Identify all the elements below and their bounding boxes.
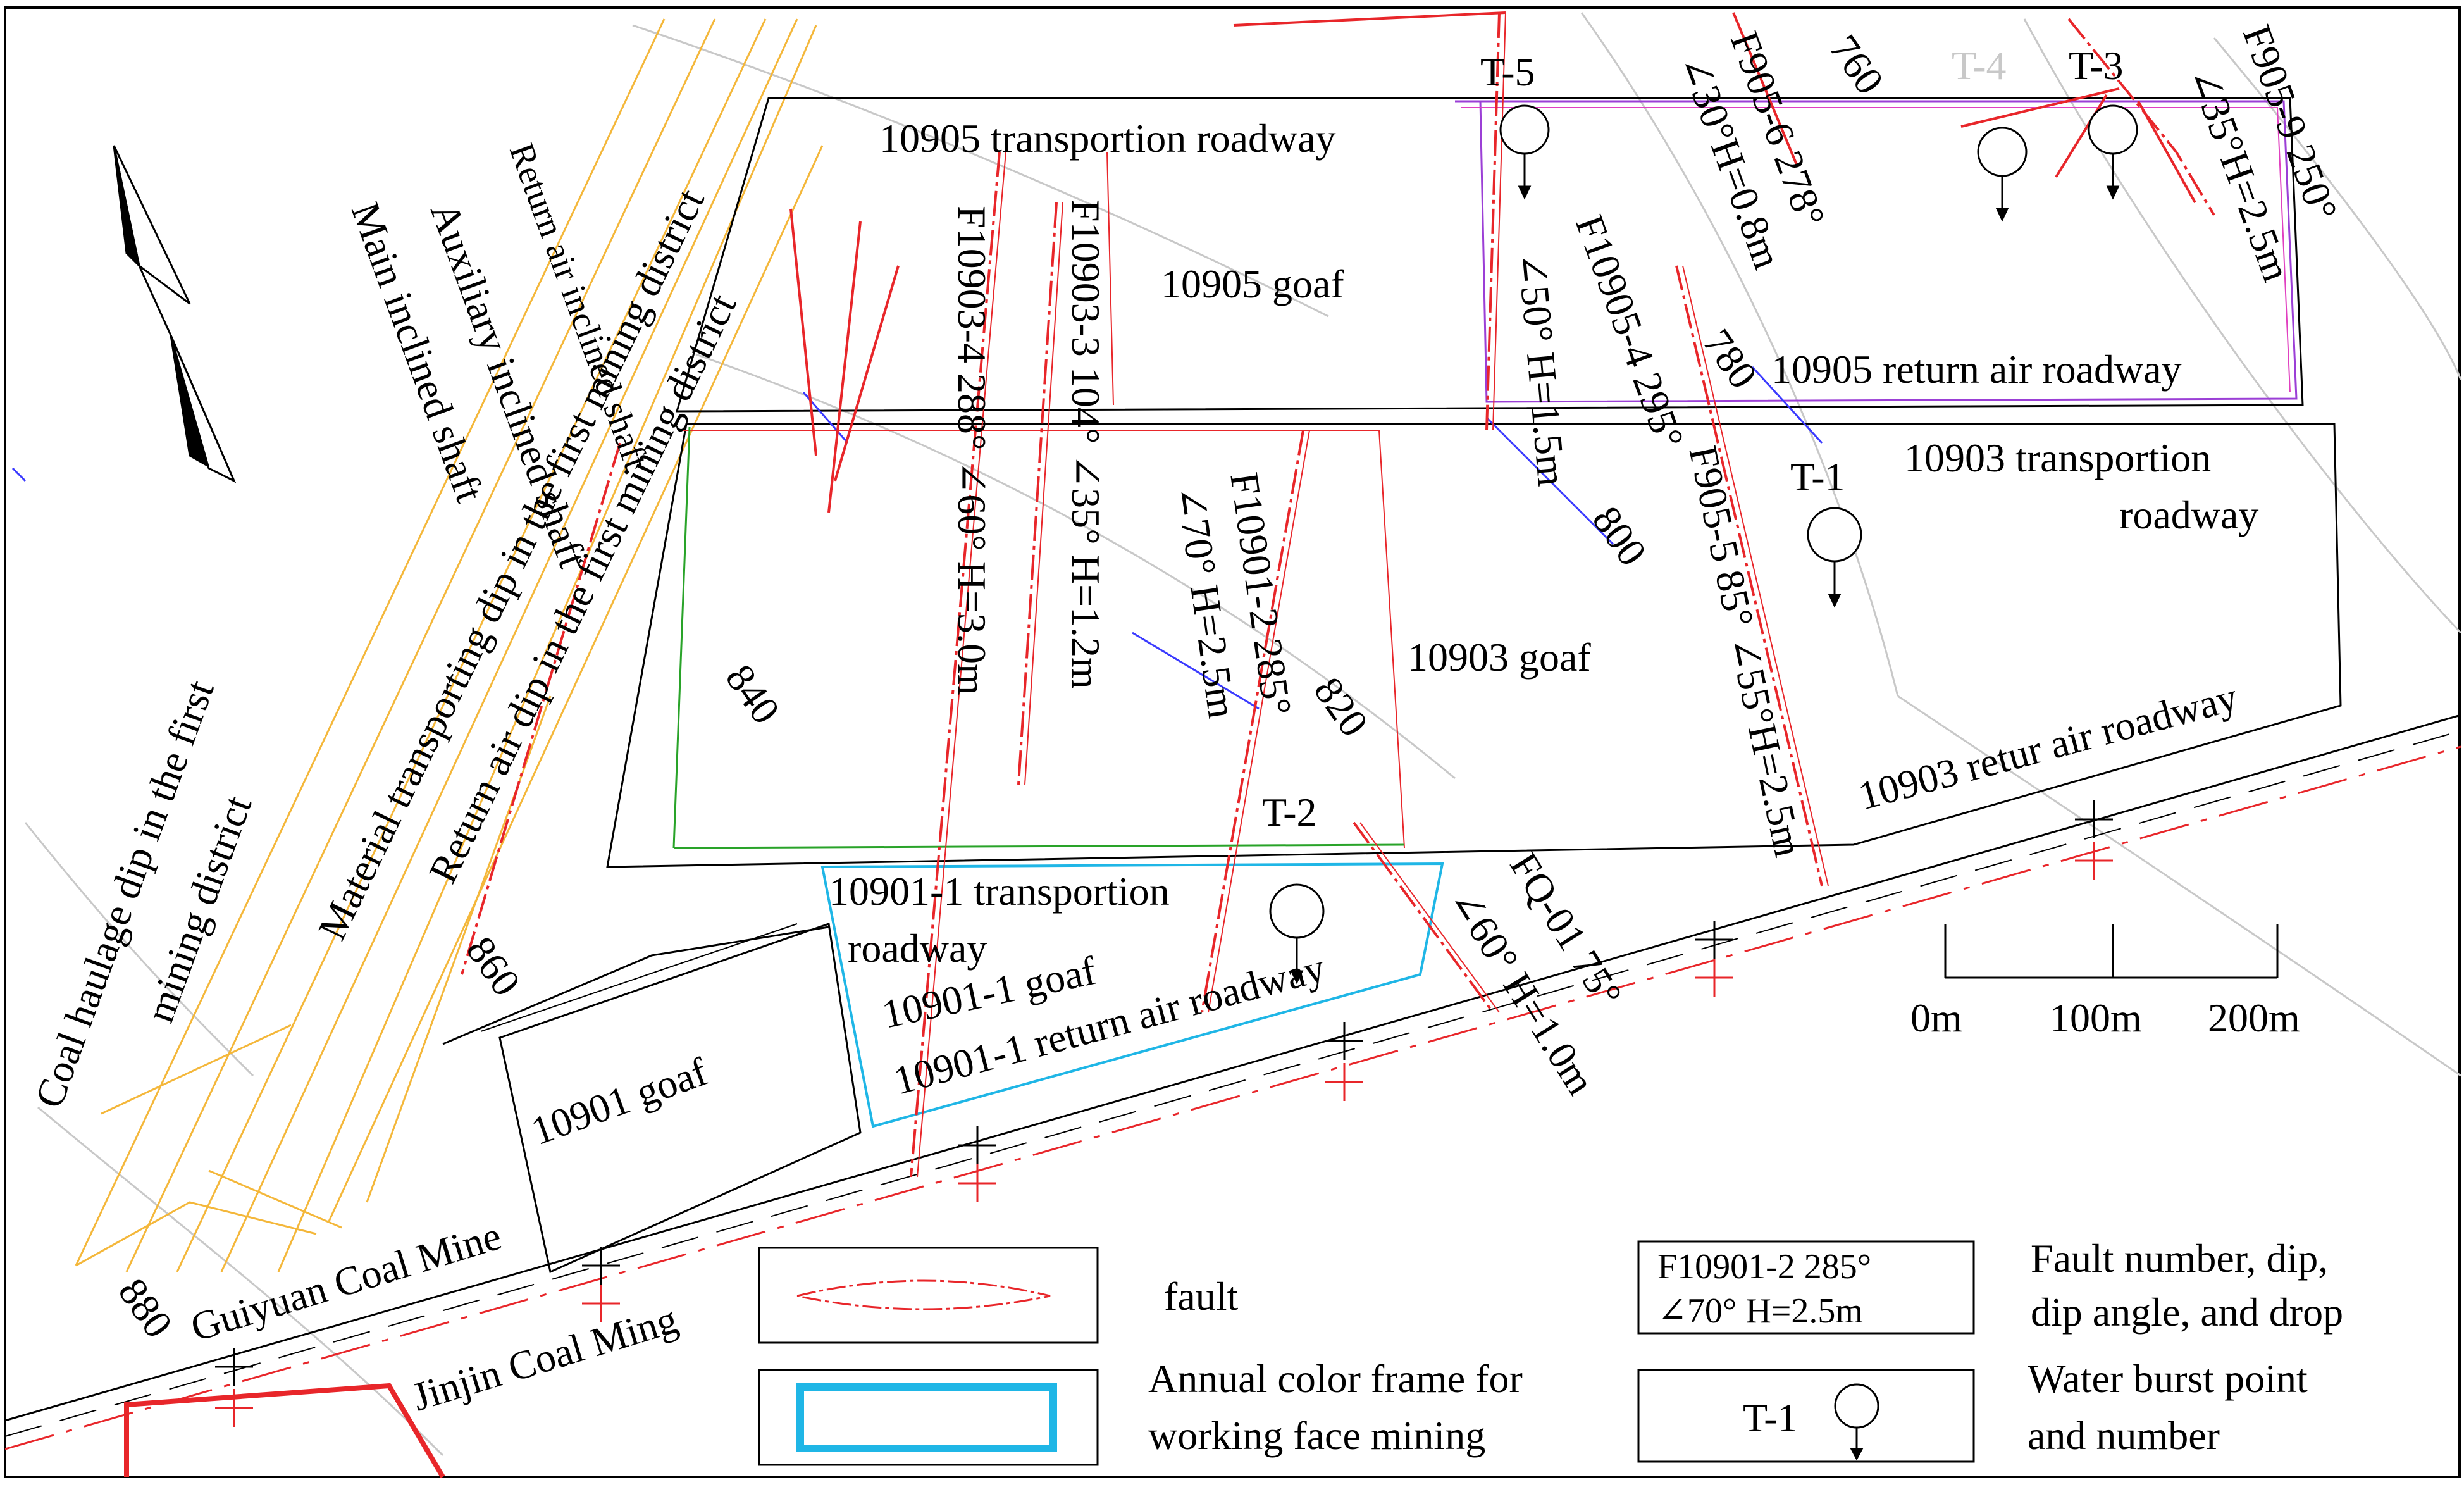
scale-bar <box>1944 924 2279 979</box>
water-point-T-4 <box>1977 127 2028 222</box>
mine-boundary <box>4 714 2461 1479</box>
legend-sample-text-2: ∠70° H=2.5m <box>1657 1291 1863 1331</box>
fault-F905-9 <box>2067 18 2215 216</box>
legend-fault-desc-2: dip angle, and drop <box>2031 1290 2343 1335</box>
fault-lines <box>461 11 2215 1178</box>
fault-label-F905-5: F905-5 85° ∠55°H=2.5m <box>1680 442 1811 861</box>
label-road-10901-1-transport-2: roadway <box>848 926 987 971</box>
contour-label-820: 820 <box>1306 669 1377 744</box>
contour-label-800: 800 <box>1584 498 1656 573</box>
fault-label-F10903-4: F10903-4 288° ∠60° H=3.0m <box>950 206 994 695</box>
water-label-T-5: T-5 <box>1480 49 1535 94</box>
legend-frame-text-1: Annual color frame for <box>1148 1356 1523 1401</box>
label-road-10903-transport-2: roadway <box>2119 492 2258 537</box>
boundary-markers-red <box>215 842 2113 1427</box>
label-road-10901-1-transport-1: 10901-1 transportion <box>829 869 1170 914</box>
label-goaf-10905: 10905 goaf <box>1161 261 1344 306</box>
scale-label-100: 100m <box>2050 995 2142 1040</box>
legend-water-desc-2: and number <box>2028 1413 2220 1458</box>
working-face-10903 <box>606 423 2342 868</box>
fault-label-F10905-4-a: F10905-4 295° <box>1567 209 1693 454</box>
contour-label-760: 760 <box>1821 27 1893 102</box>
legend-water-sample <box>1834 1383 1879 1461</box>
legend-frame-text-2: working face mining <box>1148 1413 1485 1458</box>
legend-water-desc-1: Water burst point <box>2028 1356 2308 1401</box>
label-mine-guiyuan: Guiyuan Coal Mine <box>185 1213 506 1350</box>
fault-F905-6 <box>1732 12 1798 165</box>
inclined-shafts <box>75 18 824 1272</box>
legend-sample-text-1: F10901-2 285° <box>1657 1247 1871 1286</box>
water-label-T-4: T-4 <box>1952 43 2007 88</box>
label-goaf-10903: 10903 goaf <box>1408 635 1591 680</box>
label-road-10905-transport: 10905 transportion roadway <box>879 116 1336 161</box>
label-road-10905-return: 10905 return air roadway <box>1771 347 2182 392</box>
north-arrow <box>113 145 237 483</box>
legend-fault-sample <box>796 1279 1051 1310</box>
legend-fault-text: fault <box>1164 1274 1239 1319</box>
goaf-10901 <box>442 922 862 1274</box>
water-label-T-1: T-1 <box>1790 454 1845 499</box>
water-point-T-1 <box>1807 507 1862 608</box>
water-point-T-5 <box>1499 104 1550 200</box>
label-shaft-material: Material transporting dip in the first m… <box>309 182 713 947</box>
fault-label-F10905-4-b: ∠50° H=1.5m <box>1509 250 1575 488</box>
legend-fault-desc-1: Fault number, dip, <box>2031 1236 2328 1281</box>
label-road-10903-transport-1: 10903 transportion <box>1904 435 2211 480</box>
scale-label-200: 200m <box>2208 995 2300 1040</box>
boundary-markers <box>215 800 2113 1386</box>
contour-label-860: 860 <box>458 928 529 1004</box>
water-label-T-3: T-3 <box>2069 43 2124 88</box>
legend-boxes <box>758 1240 1975 1466</box>
label-goaf-10901: 10901 goaf <box>526 1048 714 1154</box>
fault-label-F10903-3: F10903-3 104° ∠35° H=1.2m <box>1063 199 1108 689</box>
scale-label-0: 0m <box>1910 995 1962 1040</box>
legend-frame-sample <box>796 1383 1057 1452</box>
water-point-T-2 <box>1269 883 1325 985</box>
fault-F10901-2 <box>1201 430 1304 1013</box>
fault-F905-5 <box>1675 265 1823 887</box>
legend-water-sample-text: T-1 <box>1743 1395 1798 1440</box>
working-face-10905 <box>675 97 2304 413</box>
fault-FQ-01 <box>1353 821 1494 1014</box>
label-mine-jinjin: Jinjin Coal Ming <box>407 1297 683 1420</box>
fault-F10903-3 <box>1017 202 1058 785</box>
fault-F10905-4 <box>1485 12 1501 431</box>
working-face-10901-1 <box>820 862 1444 1128</box>
water-label-T-2: T-2 <box>1262 790 1317 835</box>
fault-F10903-4 <box>910 151 1001 1178</box>
contour-label-880: 880 <box>110 1270 182 1345</box>
map-frame <box>4 6 2461 1478</box>
contour-label-840: 840 <box>717 656 789 731</box>
water-point-T-3 <box>2088 104 2138 200</box>
